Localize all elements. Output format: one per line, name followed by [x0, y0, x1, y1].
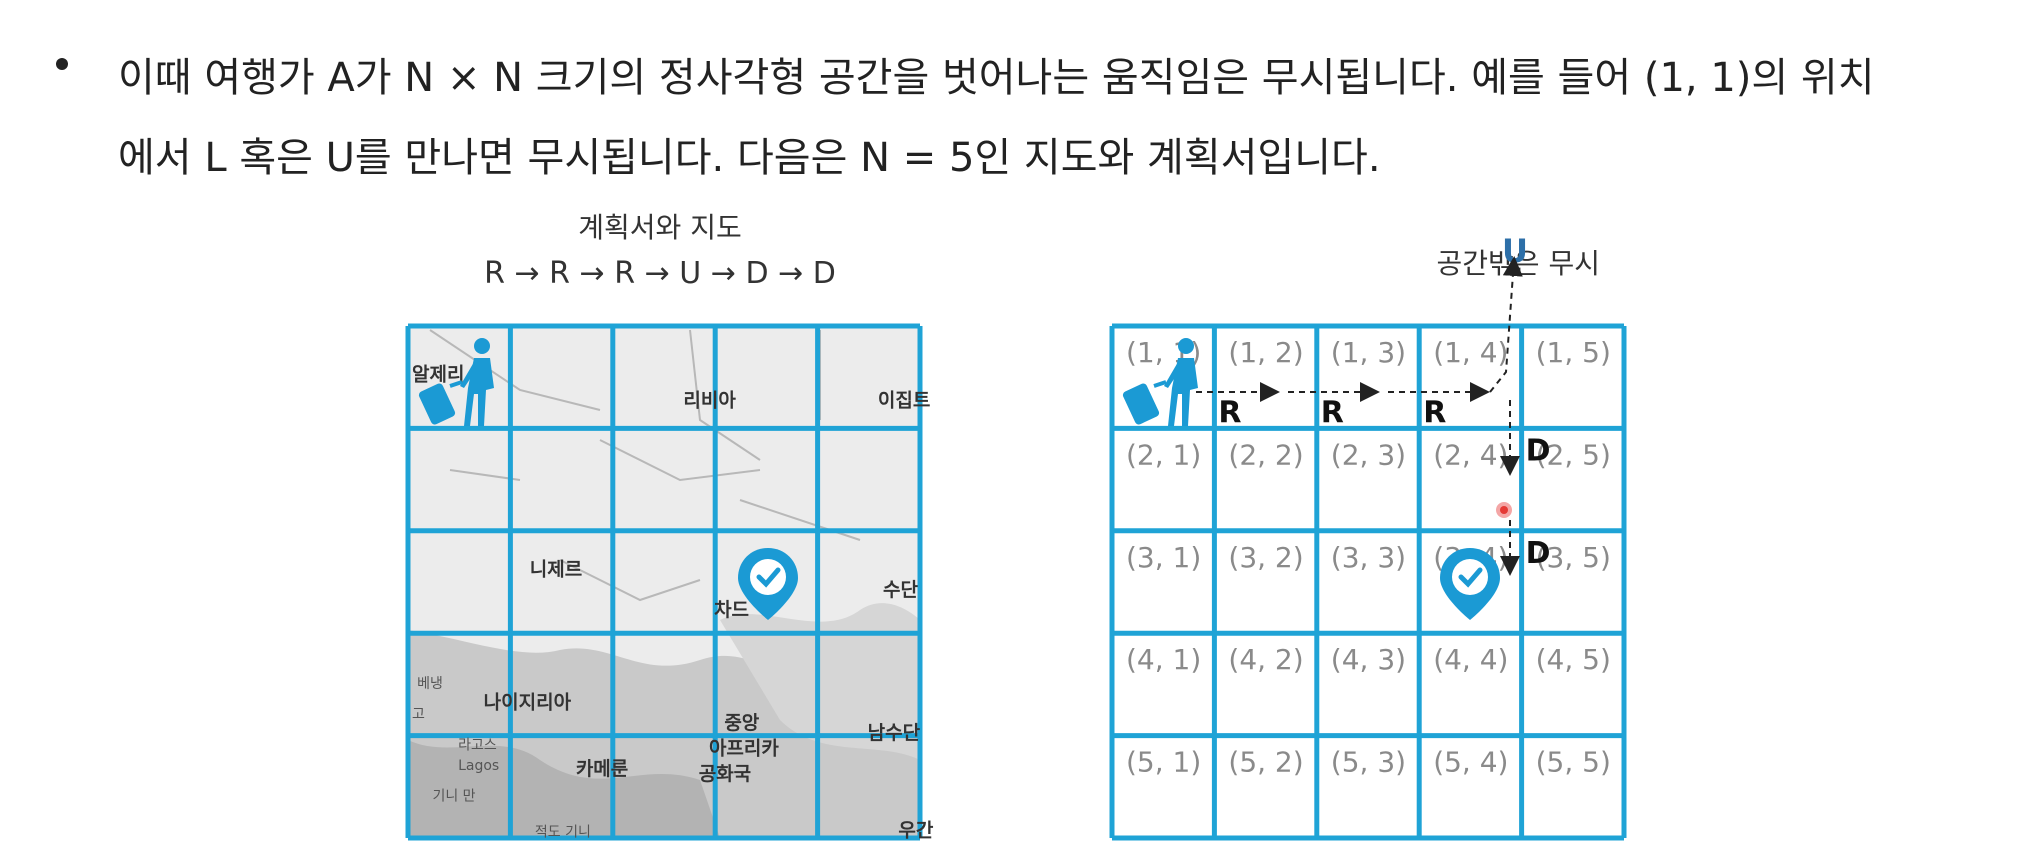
- cell-coordinate: (1, 5): [1536, 336, 1611, 369]
- map-label: 라고스: [458, 737, 497, 753]
- map-label: 중앙: [724, 712, 759, 734]
- map-label: 리비아: [683, 389, 736, 411]
- move-label: R: [1423, 395, 1446, 430]
- cell-coordinate: (2, 3): [1331, 438, 1406, 471]
- move-label: R: [1321, 395, 1344, 430]
- destination-pin-icon-right: [1440, 548, 1500, 620]
- cell-coordinate: (2, 1): [1126, 438, 1201, 471]
- map-label: 적도 기니: [535, 824, 591, 840]
- destination-pin-icon: [738, 548, 798, 620]
- cell-coordinate: (3, 3): [1331, 541, 1406, 574]
- map-label: 나이지리아: [484, 691, 572, 713]
- explanation-paragraph: 이때 여행가 A가 N × N 크기의 정사각형 공간을 벗어나는 움직임은 무…: [118, 38, 1998, 198]
- map-label: 알제리: [412, 364, 464, 386]
- map-label: 고: [412, 707, 425, 723]
- left-figure-title: 계획서와 지도: [578, 211, 742, 244]
- cell-coordinate: (4, 4): [1433, 643, 1508, 676]
- right-grid: [1109, 323, 1627, 841]
- arrow-u-ignored: [1489, 256, 1523, 393]
- cell-coordinate: (5, 2): [1228, 746, 1303, 779]
- map-label: 공화국: [699, 763, 751, 785]
- map-label: 차드: [714, 599, 749, 621]
- right-grid-figure: (1, 1)(1, 2)(1, 3)(1, 4)(1, 5)(2, 1)(2, …: [1109, 256, 1627, 841]
- paragraph-line-1: 이때 여행가 A가 N × N 크기의 정사각형 공간을 벗어나는 움직임은 무…: [118, 55, 1875, 101]
- cell-coordinate: (4, 3): [1331, 643, 1406, 676]
- map-label: 우간: [898, 819, 933, 841]
- cell-coordinate: (1, 3): [1331, 336, 1406, 369]
- traveler-icon-right: [1122, 338, 1198, 426]
- map-label: 니제르: [530, 558, 582, 580]
- map-label: 기니 만: [432, 789, 475, 805]
- cell-coordinate: (4, 5): [1536, 643, 1611, 676]
- cell-coordinate: (3, 2): [1228, 541, 1303, 574]
- cell-coordinate: (2, 5): [1536, 438, 1611, 471]
- move-label: D: [1526, 536, 1551, 571]
- paragraph-line-2: 에서 L 혹은 U를 만나면 무시됩니다. 다음은 N = 5인 지도와 계획서…: [118, 135, 1381, 181]
- cell-coordinate: (3, 5): [1536, 541, 1611, 574]
- traveler-icon: [418, 338, 494, 426]
- cursor-dot: [1496, 502, 1512, 518]
- cell-coordinate: (1, 4): [1433, 336, 1508, 369]
- map-label: 남수단: [868, 722, 921, 744]
- cell-coordinate: (3, 1): [1126, 541, 1201, 574]
- map-label: Lagos: [458, 758, 499, 774]
- move-label: D: [1526, 433, 1551, 468]
- cell-coordinate: (4, 1): [1126, 643, 1201, 676]
- cell-coordinate: (5, 4): [1433, 746, 1508, 779]
- bullet-dot: [56, 58, 68, 70]
- map-label: 아프리카: [709, 737, 779, 759]
- cell-coordinate: (5, 1): [1126, 746, 1201, 779]
- move-labels: R R R D D: [1218, 395, 1550, 570]
- map-label: 카메룬: [576, 758, 628, 780]
- cell-coordinate: (4, 2): [1228, 643, 1303, 676]
- map-label: 베냉: [417, 676, 443, 692]
- move-label: R: [1218, 395, 1241, 430]
- cell-coordinate: (2, 4): [1433, 438, 1508, 471]
- left-grid: [405, 323, 923, 841]
- map-label: 이집트: [878, 389, 930, 411]
- plan-sequence: R → R → R → U → D → D: [484, 256, 836, 291]
- cell-coordinate: (1, 2): [1228, 336, 1303, 369]
- cell-coordinate: (5, 5): [1536, 746, 1611, 779]
- move-arrows: [1196, 256, 1523, 576]
- map-label: 수단: [883, 579, 918, 601]
- cell-coordinate: (5, 3): [1331, 746, 1406, 779]
- cell-coordinate: (2, 2): [1228, 438, 1303, 471]
